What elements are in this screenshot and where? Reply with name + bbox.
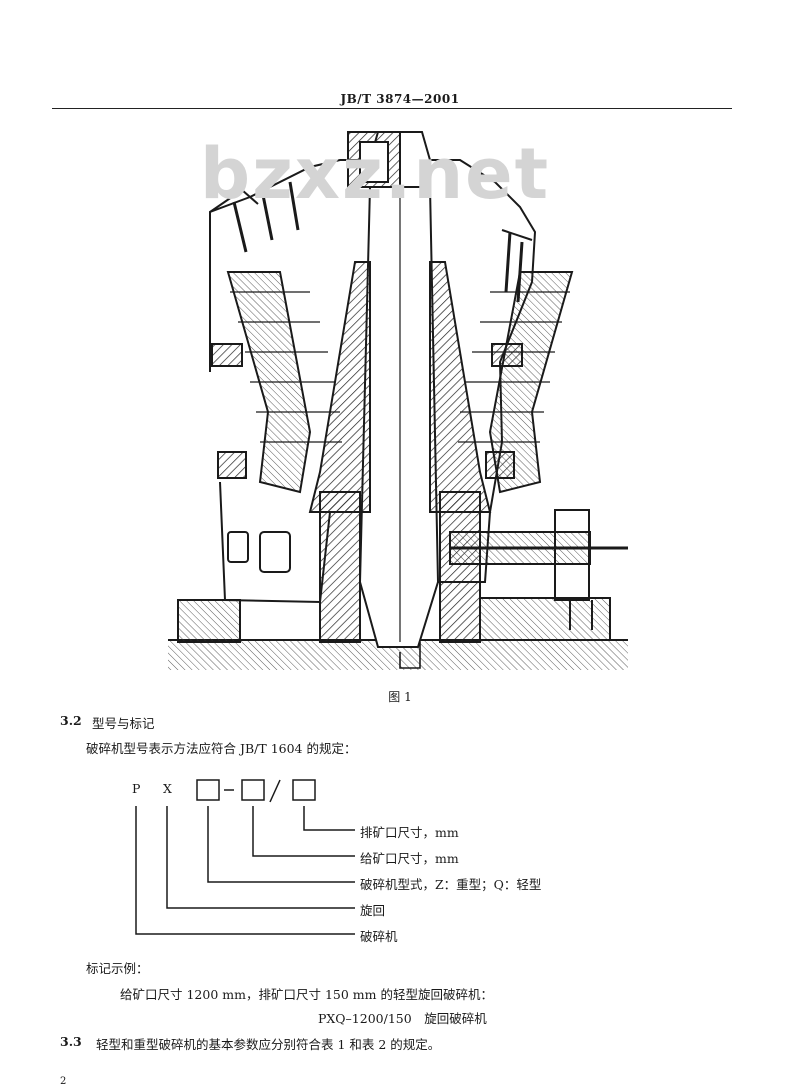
- scheme-label-gyratory: 旋回: [360, 903, 386, 918]
- watermark: bzxz.net: [200, 133, 551, 215]
- scheme-letter-x: X: [163, 781, 172, 796]
- figure-caption: 图 1: [388, 690, 412, 704]
- scheme-label-crusher: 破碎机: [360, 929, 398, 944]
- section-3-2-intro: 破碎机型号表示方法应符合 JB/T 1604 的规定：: [86, 741, 357, 756]
- crusher-drawing: [168, 131, 628, 670]
- discharge-size-box: [292, 779, 316, 801]
- type-box: [196, 779, 220, 801]
- section-3-3-number: 3.3: [60, 1034, 82, 1049]
- scheme-letter-p: P: [132, 781, 141, 796]
- example-description: 给矿口尺寸 1200 mm，排矿口尺寸 150 mm 的轻型旋回破碎机：: [120, 987, 493, 1002]
- section-3-3-text: 轻型和重型破碎机的基本参数应分别符合表 1 和表 2 的规定。: [96, 1037, 441, 1052]
- model-scheme-diagram: [135, 779, 355, 935]
- page-header: JB/T 3874—2001: [340, 92, 460, 106]
- header-rule: [52, 108, 732, 109]
- scheme-label-type: 破碎机型式，Z：重型；Q：轻型: [360, 877, 542, 892]
- scheme-label-feed: 给矿口尺寸，mm: [360, 851, 459, 866]
- section-3-2-title: 型号与标记: [92, 716, 155, 731]
- example-heading: 标记示例：: [86, 961, 149, 976]
- scheme-label-discharge: 排矿口尺寸，mm: [360, 825, 459, 840]
- page-number: 2: [60, 1076, 67, 1087]
- example-marking: PXQ–1200/150 旋回破碎机: [318, 1011, 487, 1026]
- feed-size-box: [241, 779, 265, 801]
- section-3-2-number: 3.2: [60, 713, 82, 728]
